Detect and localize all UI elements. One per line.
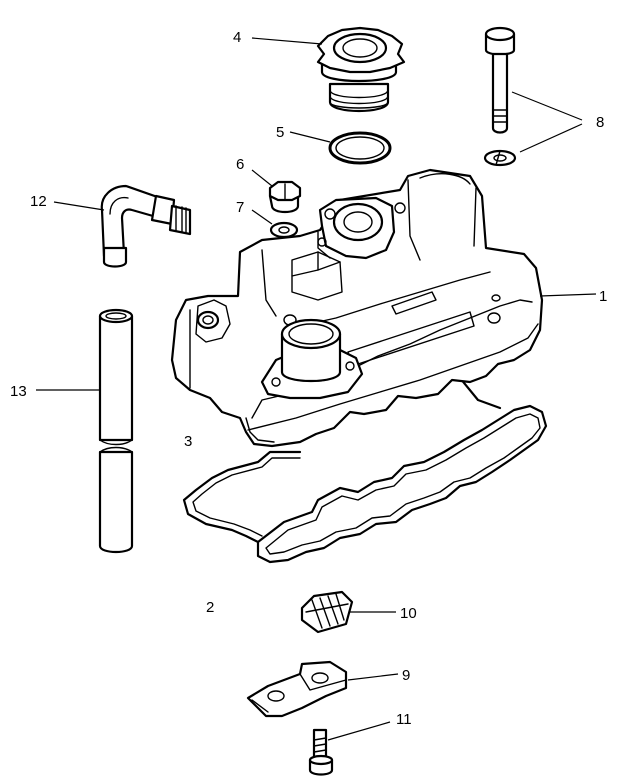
part-8-bolt-washer <box>483 26 583 167</box>
label-10: 10 <box>400 605 417 622</box>
part-6-acorn-nut <box>251 169 302 214</box>
part-12-elbow-fitting <box>53 184 192 268</box>
part-10-clip <box>300 590 396 634</box>
label-12: 12 <box>30 193 47 210</box>
label-13: 13 <box>10 383 27 400</box>
part-2-gasket <box>256 404 548 564</box>
label-7: 7 <box>236 199 244 216</box>
part-9-plate <box>246 660 399 718</box>
label-8: 8 <box>596 114 604 131</box>
part-labels: 1 2 3 4 5 6 7 8 9 10 11 12 13 <box>10 29 607 728</box>
label-1: 1 <box>599 288 607 305</box>
label-6: 6 <box>236 156 244 173</box>
part-13-hose <box>36 308 134 554</box>
label-2: 2 <box>206 599 214 616</box>
label-3: 3 <box>184 433 192 450</box>
part-3-gasket <box>182 376 502 544</box>
part-5-o-ring <box>289 131 392 165</box>
label-11: 11 <box>396 711 412 728</box>
label-9: 9 <box>402 667 410 684</box>
label-5: 5 <box>276 124 284 141</box>
part-1-rocker-cover <box>170 168 597 448</box>
part-4-oil-filler-cap <box>251 26 406 113</box>
part-11-screw <box>308 721 391 776</box>
label-4: 4 <box>233 29 241 46</box>
part-7-washer <box>251 209 299 239</box>
